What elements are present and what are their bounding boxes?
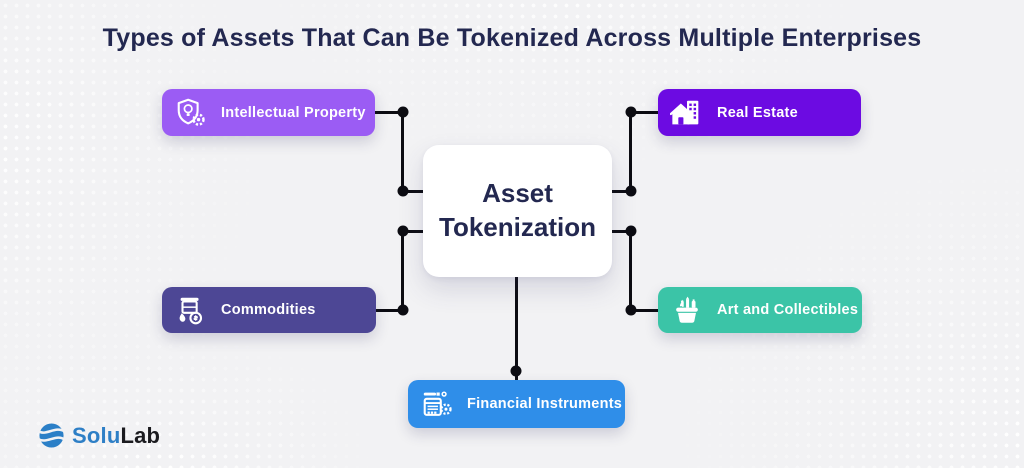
node-label: Real Estate: [717, 104, 798, 121]
connector-dot: [397, 106, 409, 118]
art-supplies-icon: [676, 296, 698, 323]
node-label: Art and Collectibles: [717, 302, 859, 318]
node-art-and-collectibles: Art and Collectibles: [658, 287, 862, 333]
finance-document-icon: [423, 391, 452, 416]
connector-line: [629, 112, 632, 193]
oil-barrel-icon: [179, 297, 203, 325]
shield-bulb-icon: [177, 98, 205, 126]
connector-line: [401, 230, 404, 311]
logo-text-lab: Lab: [120, 422, 161, 448]
house-buildings-icon: [670, 100, 699, 124]
connector-line: [402, 230, 424, 233]
node-commodities: Commodities: [162, 287, 376, 333]
logo-text: SoluLab: [72, 423, 160, 449]
connector-line: [375, 111, 405, 114]
connector-dot: [397, 185, 409, 197]
diagram-title: Types of Assets That Can Be Tokenized Ac…: [102, 24, 922, 52]
connector-dot: [397, 304, 409, 316]
node-real-estate: Real Estate: [658, 89, 861, 136]
connector-line: [402, 190, 424, 193]
connector-dot: [625, 106, 637, 118]
connector-dot: [510, 365, 522, 377]
connector-line: [401, 112, 404, 193]
connector-dot: [625, 304, 637, 316]
node-label: Commodities: [221, 302, 316, 318]
node-label: Financial Instruments: [467, 396, 623, 412]
connector-dot: [625, 225, 637, 237]
connector-line: [629, 230, 632, 311]
node-intellectual-property: Intellectual Property: [162, 89, 375, 136]
connector-dot: [397, 225, 409, 237]
logo-text-solu: Solu: [72, 422, 121, 448]
connector-line: [611, 230, 631, 233]
node-label: Intellectual Property: [221, 104, 366, 121]
connector-line: [629, 309, 659, 312]
connector-line: [515, 277, 518, 380]
solulab-logo: SoluLab: [38, 422, 160, 449]
center-node-asset-tokenization: Asset Tokenization: [423, 145, 612, 277]
connector-dot: [625, 185, 637, 197]
solulab-sphere-icon: [38, 423, 65, 448]
node-financial-instruments: Financial Instruments: [408, 380, 625, 428]
connector-line: [629, 111, 659, 114]
center-label: Asset Tokenization: [439, 178, 596, 242]
connector-line: [376, 309, 404, 312]
connector-line: [611, 190, 631, 193]
